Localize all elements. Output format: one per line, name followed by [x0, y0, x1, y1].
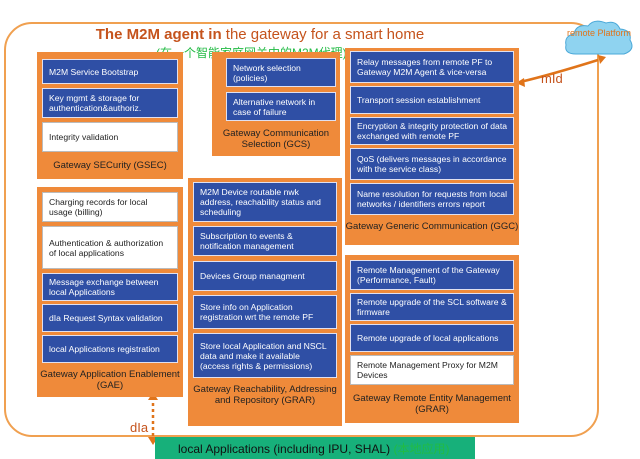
- gae-item: Authentication & authorization of local …: [42, 226, 178, 269]
- gateway-boundary: [4, 22, 599, 437]
- mid-interface-label: mId: [541, 71, 563, 86]
- grem-group: Remote Management of the Gateway (Perfor…: [345, 255, 519, 423]
- ggc-caption: Gateway Generic Communication (GGC): [345, 221, 519, 232]
- gsec-item: Integrity validation: [42, 122, 178, 152]
- gcs-item: Alternative network in case of failure: [226, 92, 336, 121]
- gcs-group: Network selection (policies) Alternative…: [212, 52, 340, 156]
- gcs-item: Network selection (policies): [226, 58, 336, 87]
- grar-item: Store local Application and NSCL data an…: [193, 333, 337, 378]
- diagram-title: The M2M agent in the gateway for a smart…: [95, 26, 425, 43]
- grar-item: Subscription to events & notification ma…: [193, 226, 337, 256]
- gsec-group: M2M Service Bootstrap Key mgmt & storage…: [37, 52, 183, 179]
- grar-item: M2M Device routable nwk address, reachab…: [193, 182, 337, 222]
- gae-item: local Applications registration: [42, 335, 178, 363]
- grem-item: Remote Management Proxy for M2M Devices: [350, 355, 514, 385]
- gsec-item: Key mgmt & storage for authentication&au…: [42, 88, 178, 118]
- ggc-group: Relay messages from remote PF to Gateway…: [345, 48, 519, 245]
- local-applications-label: local Applications (including IPU, SHAL)…: [178, 442, 450, 456]
- grar-group: M2M Device routable nwk address, reachab…: [188, 178, 342, 426]
- gae-item: Message exchange between local Applicati…: [42, 273, 178, 301]
- local-applications-bar: [155, 437, 475, 459]
- grem-item: Remote Management of the Gateway (Perfor…: [350, 260, 514, 290]
- gae-group: Charging records for local usage (billin…: [37, 187, 183, 397]
- grar-caption: Gateway Reachability, Addressing and Rep…: [193, 384, 337, 406]
- grar-item: Devices Group managment: [193, 261, 337, 291]
- grar-item: Store info on Application registration w…: [193, 295, 337, 329]
- ggc-item: Encryption & integrity protection of dat…: [350, 117, 514, 145]
- gsec-caption: Gateway SECurity (GSEC): [53, 160, 167, 171]
- grem-item: Remote upgrade of the SCL software & fir…: [350, 293, 514, 321]
- gae-caption: Gateway Application Enablement (GAE): [40, 369, 180, 391]
- gsec-item: M2M Service Bootstrap: [42, 59, 178, 84]
- dia-interface-label: dIa: [130, 420, 149, 435]
- ggc-item: QoS (delivers messages in accordance wit…: [350, 148, 514, 180]
- ggc-item: Name resolution for requests from local …: [350, 183, 514, 215]
- remote-platform-label: remote Platform: [566, 28, 632, 38]
- grem-caption: Gateway Remote Entity Management (GRAR): [353, 393, 511, 415]
- gae-item: dIa Request Syntax validation: [42, 304, 178, 332]
- gcs-caption: Gateway Communication Selection (GCS): [222, 128, 330, 150]
- remote-platform-cloud: [565, 20, 633, 55]
- ggc-item: Transport session establishment: [350, 86, 514, 114]
- gae-item: Charging records for local usage (billin…: [42, 192, 178, 222]
- ggc-item: Relay messages from remote PF to Gateway…: [350, 51, 514, 83]
- grem-item: Remote upgrade of local applications: [350, 324, 514, 352]
